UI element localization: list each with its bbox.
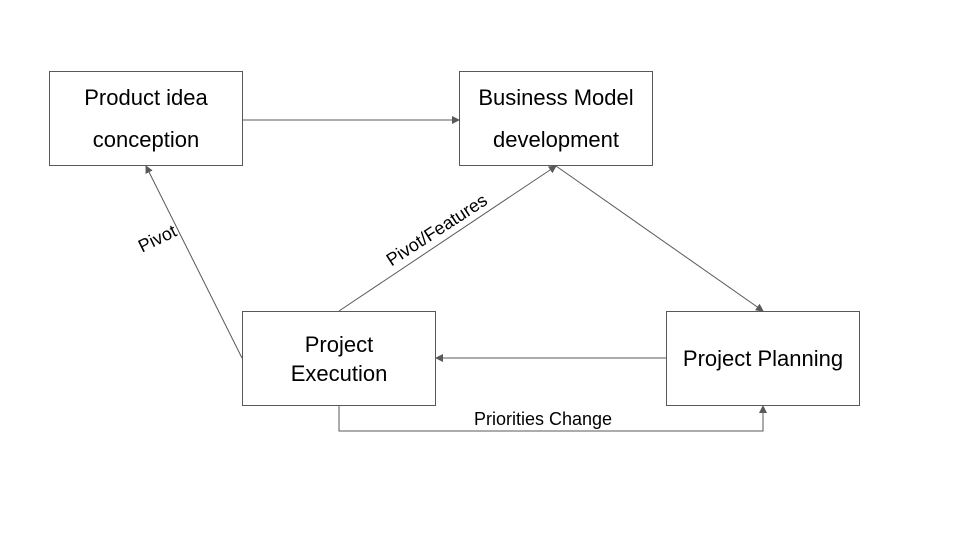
node-product-idea: Product idea conception bbox=[49, 71, 243, 166]
arrow-execution-to-idea bbox=[145, 165, 243, 359]
edge-label-pivot: Pivot bbox=[135, 221, 180, 257]
node-project-execution: Project Execution bbox=[242, 311, 436, 406]
node-project-planning: Project Planning bbox=[666, 311, 860, 406]
arrow-execution-to-planning bbox=[338, 405, 767, 432]
arrow-execution-to-business-model bbox=[338, 165, 557, 312]
arrow-business-model-to-planning bbox=[555, 165, 764, 312]
edge-label-priorities-change: Priorities Change bbox=[474, 409, 612, 429]
node-business-model: Business Model development bbox=[459, 71, 653, 166]
edge-label-pivot-features: Pivot/Features bbox=[383, 190, 491, 270]
